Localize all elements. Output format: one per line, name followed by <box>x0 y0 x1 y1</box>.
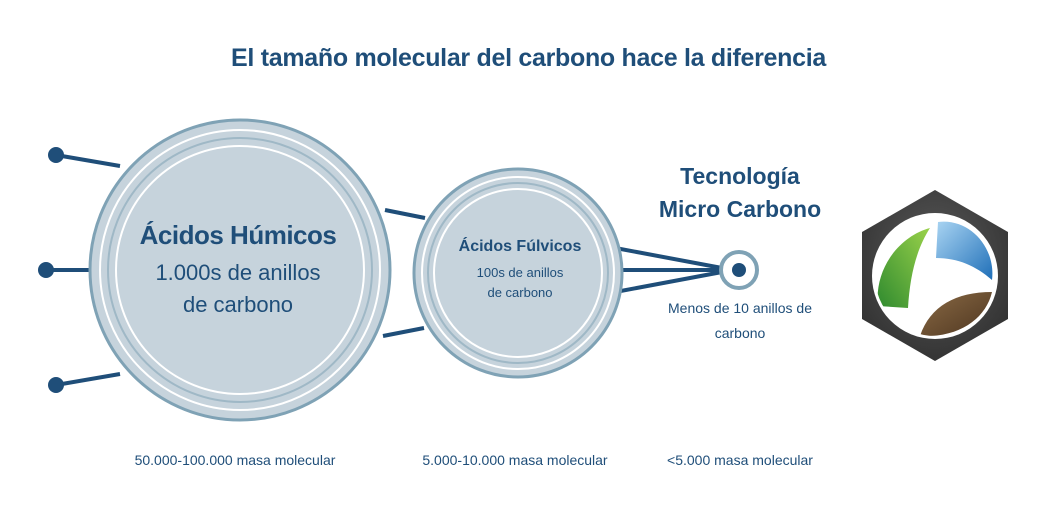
leaf-water-soil-emblem-icon <box>862 190 1008 361</box>
micro-title-line: Micro Carbono <box>658 196 822 222</box>
endpoint-dot <box>48 147 64 163</box>
connector-line <box>382 326 425 338</box>
humic-mass-label: 50.000-100.000 masa molecular <box>134 452 336 468</box>
fulvic-acids-title: Ácidos Fúlvicos <box>458 238 582 255</box>
micro-title-line: Tecnología <box>680 163 800 189</box>
micro-carbon-circle <box>719 250 759 290</box>
endpoint-dots <box>38 147 64 393</box>
micro-carbon-title: Tecnología Micro Carbono <box>620 160 860 226</box>
diagram-title: El tamaño molecular del carbono hace la … <box>231 44 826 72</box>
connector-line <box>609 245 723 270</box>
micro-carbon-description: Menos de 10 anillos de carbono <box>655 296 825 346</box>
connector-line <box>55 153 121 168</box>
connector-line <box>55 372 121 387</box>
micro-desc-line: carbono <box>714 325 766 341</box>
endpoint-dot <box>38 262 54 278</box>
connector-line <box>609 270 723 295</box>
fulvic-desc-line: de carbono <box>487 285 553 300</box>
fulvic-acids-description: 100s de anillos de carbono <box>425 263 615 303</box>
connector-line <box>384 208 426 220</box>
micro-desc-line: Menos de 10 anillos de <box>668 300 812 316</box>
humic-acids-title: Ácidos Húmicos <box>139 220 337 250</box>
micro-mass-label: <5.000 masa molecular <box>667 452 813 468</box>
fulvic-circle <box>412 167 624 379</box>
fulvic-desc-line: 100s de anillos <box>476 265 564 280</box>
endpoint-dot <box>48 377 64 393</box>
humic-circle <box>88 118 392 422</box>
fulvic-mass-label: 5.000-10.000 masa molecular <box>422 452 608 468</box>
humic-desc-line: de carbono <box>182 292 294 317</box>
humic-desc-line: 1.000s de anillos <box>155 260 321 285</box>
connector-lines <box>46 153 723 387</box>
humic-acids-description: 1.000s de anillos de carbono <box>118 257 358 321</box>
